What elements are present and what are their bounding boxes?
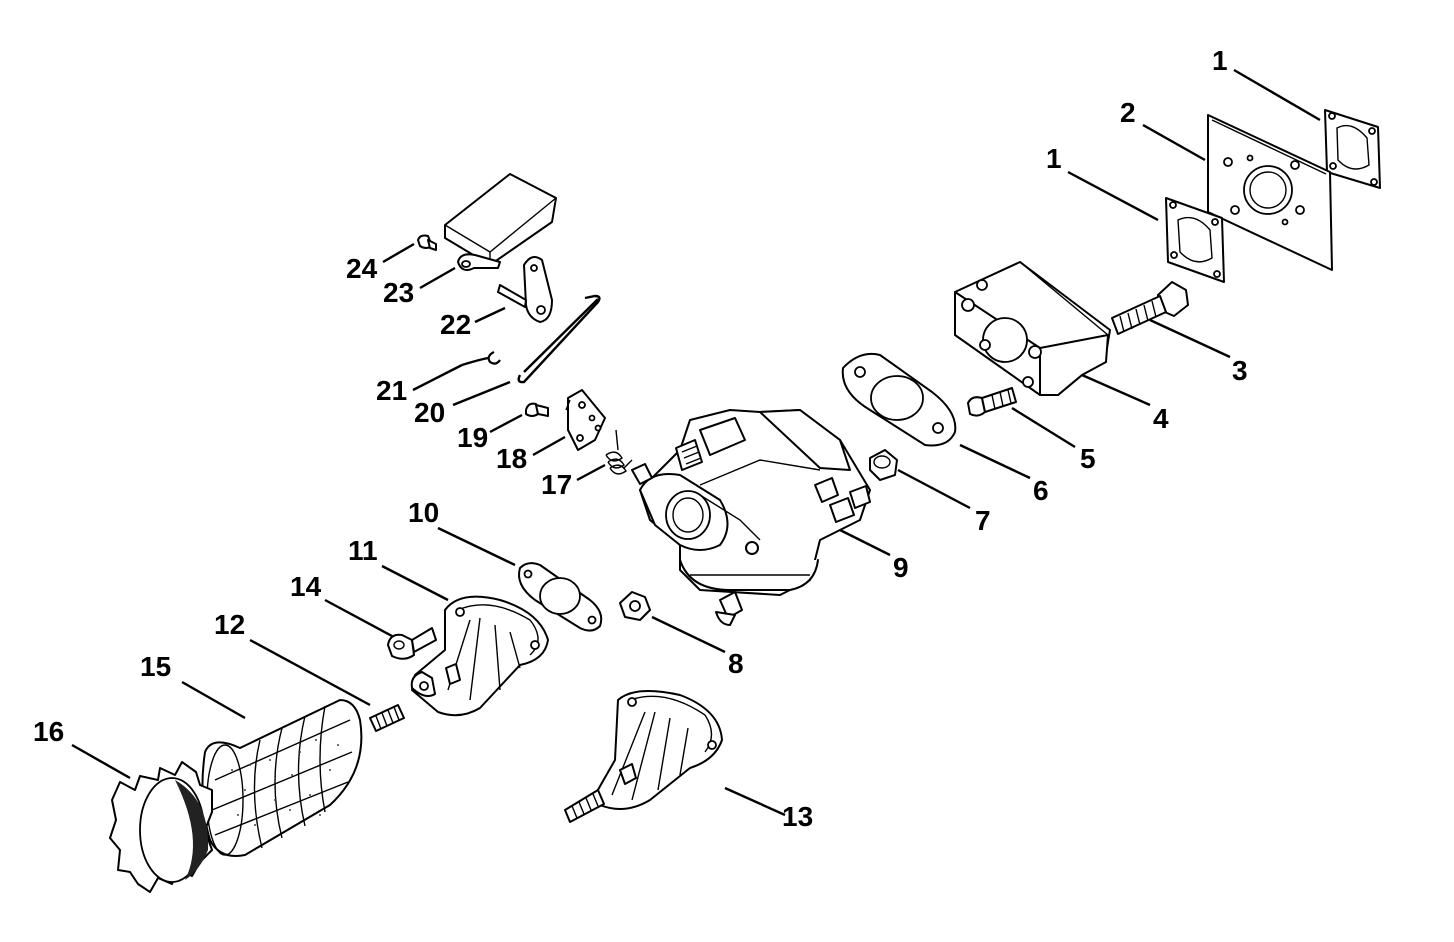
- callout-6: 6: [1033, 475, 1049, 506]
- callout-1-lower: 1: [1046, 143, 1062, 174]
- screw-14: [387, 627, 437, 660]
- callout-13: 13: [782, 801, 813, 832]
- callout-16: 16: [33, 716, 64, 747]
- screw-24: [417, 234, 437, 251]
- callout-10: 10: [408, 497, 439, 528]
- air-cleaner-adapter-11: [410, 595, 549, 717]
- callout-15: 15: [140, 651, 171, 682]
- callout-24: 24: [346, 253, 378, 284]
- bolt-3: [1111, 281, 1189, 335]
- gasket-1-upper: [1324, 109, 1381, 189]
- callout-8: 8: [728, 648, 744, 679]
- air-filter-element-15: [201, 699, 363, 857]
- bushing-7: [869, 449, 898, 481]
- gasket-1-lower: [1165, 197, 1225, 283]
- callout-11: 11: [348, 535, 378, 566]
- callout-7: 7: [975, 505, 991, 536]
- callout-20: 20: [414, 397, 445, 428]
- air-cleaner-base-13: [564, 690, 723, 823]
- stud-12: [369, 704, 405, 732]
- lever-22: [497, 255, 553, 323]
- linkage-rod-20: [517, 294, 601, 384]
- callout-labels: 1 2 1 3 4 5 6 7 8 9 10 11 12 13 14 15 16…: [33, 45, 1248, 832]
- callout-21: 21: [376, 375, 407, 406]
- nut-8: [619, 591, 651, 621]
- callout-23: 23: [383, 277, 414, 308]
- carburetor-9: [631, 409, 871, 626]
- throttle-plate-18: [565, 389, 606, 451]
- callout-4: 4: [1153, 403, 1169, 434]
- callout-5: 5: [1080, 443, 1096, 474]
- screw-19: [525, 402, 549, 417]
- screw-5: [967, 387, 1017, 417]
- shield-bracket-23: [444, 173, 557, 271]
- callout-14: 14: [290, 571, 322, 602]
- gasket-6: [841, 352, 957, 447]
- callout-2: 2: [1120, 97, 1136, 128]
- plate-2: [1207, 114, 1333, 271]
- callout-3: 3: [1232, 355, 1248, 386]
- clip-21: [487, 351, 501, 365]
- retaining-ring-16: [109, 761, 213, 893]
- callout-17: 17: [541, 469, 572, 500]
- callout-9: 9: [893, 552, 909, 583]
- spring-17: [605, 429, 633, 475]
- callout-1-upper: 1: [1212, 45, 1228, 76]
- spacer-block-4: [954, 261, 1111, 396]
- gasket-10: [518, 562, 603, 632]
- callout-18: 18: [496, 443, 527, 474]
- callout-22: 22: [440, 309, 471, 340]
- callout-12: 12: [214, 609, 245, 640]
- callout-19: 19: [457, 422, 488, 453]
- leader-lines: [71, 68, 1321, 817]
